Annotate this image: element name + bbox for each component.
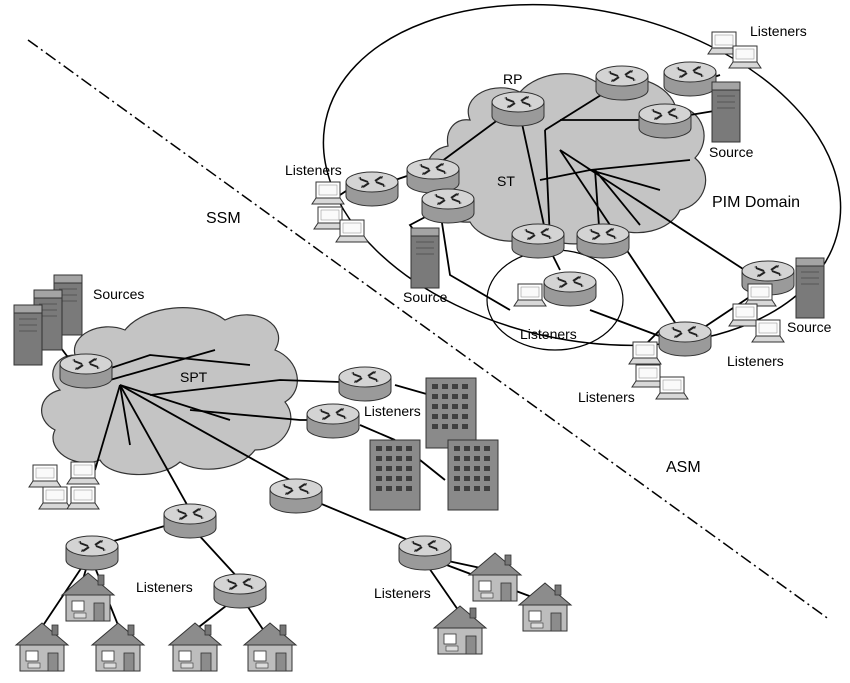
server-icon (795, 257, 825, 319)
laptop-icon (655, 376, 689, 400)
listeners-label-right: Listeners (727, 353, 784, 369)
router-icon (338, 366, 392, 402)
router-icon (658, 321, 712, 357)
building-icon (447, 439, 499, 511)
laptop-icon (513, 283, 547, 307)
router-icon (595, 65, 649, 101)
laptop-icon (335, 219, 369, 243)
source-label-middle: Source (403, 289, 448, 305)
asm-label: ASM (666, 459, 701, 476)
laptop-icon (751, 319, 785, 343)
router-icon (163, 503, 217, 539)
house-icon (91, 622, 145, 672)
router-icon (421, 188, 475, 224)
pim-domain-boundary (322, 3, 842, 347)
st-label: ST (497, 173, 515, 189)
house-icon (468, 552, 522, 602)
listeners-label-left: Listeners (285, 162, 342, 178)
router-icon (345, 171, 399, 207)
server-icon (711, 81, 741, 143)
laptop-icon (28, 464, 62, 488)
house-icon (243, 622, 297, 672)
server-icon (13, 304, 43, 366)
router-icon (398, 535, 452, 571)
building-icon (369, 439, 421, 511)
server-icon (410, 227, 440, 289)
router-icon (213, 573, 267, 609)
listeners-label-buildings: Listeners (364, 403, 421, 419)
laptop-icon (628, 341, 662, 365)
router-icon (59, 353, 113, 389)
router-icon (543, 271, 597, 307)
source-label-right: Source (787, 319, 832, 335)
laptop-icon (631, 364, 665, 388)
laptop-icon (66, 486, 100, 510)
rp-router (491, 91, 545, 127)
house-icon (61, 572, 115, 622)
laptop-icon (311, 181, 345, 205)
router-icon (269, 478, 323, 514)
router-icon (663, 61, 717, 97)
laptop-icon (66, 461, 100, 485)
rp-label: RP (503, 71, 522, 87)
listeners-label-circle: Listeners (520, 326, 577, 342)
router-icon (638, 103, 692, 139)
pim-domain-label: PIM Domain (712, 194, 800, 211)
router-icon (406, 158, 460, 194)
spt-label: SPT (180, 369, 208, 385)
building-icon (425, 377, 477, 449)
house-icon (433, 605, 487, 655)
listeners-label-top: Listeners (750, 23, 807, 39)
house-icon (15, 622, 69, 672)
laptop-icon (38, 486, 72, 510)
router-icon (576, 223, 630, 259)
listeners-label-houses-right: Listeners (374, 585, 431, 601)
ssm-label: SSM (206, 210, 241, 227)
house-icon (518, 582, 572, 632)
listeners-label-bottom-right: Listeners (578, 389, 635, 405)
laptop-icon (728, 45, 762, 69)
router-icon (65, 535, 119, 571)
router-icon (511, 223, 565, 259)
ssm-asm-divider (27, 39, 831, 621)
router-icon (306, 403, 360, 439)
house-icon (168, 622, 222, 672)
source-label-top: Source (709, 144, 754, 160)
sources-label: Sources (93, 286, 144, 302)
listeners-label-houses-left: Listeners (136, 579, 193, 595)
laptop-icon (743, 283, 777, 307)
